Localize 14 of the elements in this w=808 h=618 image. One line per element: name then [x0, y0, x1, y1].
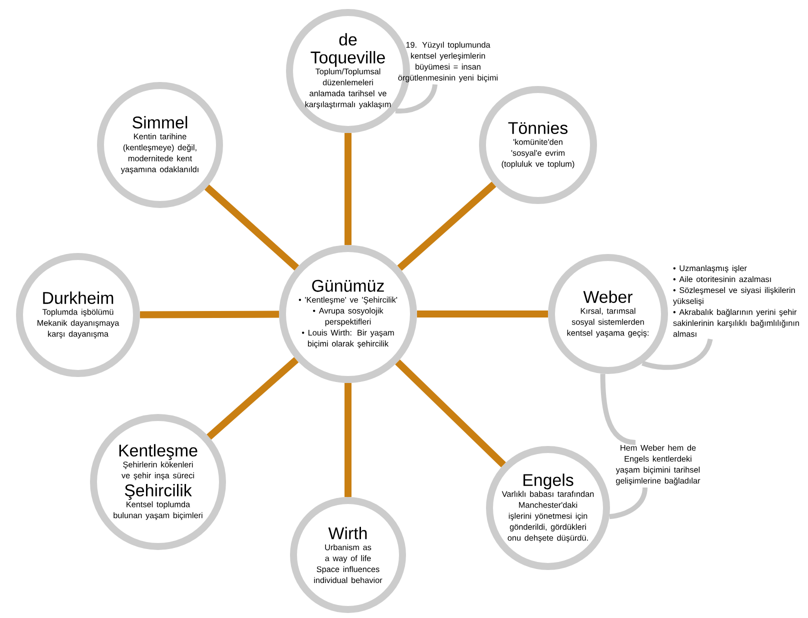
- spoke-line: [140, 310, 280, 318]
- spoke-line: [344, 383, 352, 497]
- spoke-line: [395, 360, 506, 468]
- spoke-line: [417, 310, 548, 318]
- callout-tail: [642, 338, 713, 370]
- callout-tail: [395, 84, 438, 114]
- spoke-line: [206, 357, 299, 440]
- callout-text: • Uzmanlaşmış işler • Aile otoritesinin azalması • Sözleşmesel ve siyasi ilişkilerin yükselişi • Akrabalık bağlarının yerini şehir sakinlerinin karşılıklı bağımlılığının alması: [673, 265, 799, 337]
- spoke-line: [204, 184, 300, 270]
- callout-text: Hem Weber hem de Engels kentlerdeki yaşam biçimini tarihsel gelişimlerine bağladılar: [616, 444, 700, 486]
- spoke-line: [397, 182, 496, 271]
- callout-tail: [600, 374, 636, 446]
- spoke-line: [344, 133, 352, 245]
- callout-text: 19. Yüzyıl toplumunda kentsel yerleşimlerin büyümesi = insan örgütlenmesinin yeni biçimi: [398, 42, 498, 82]
